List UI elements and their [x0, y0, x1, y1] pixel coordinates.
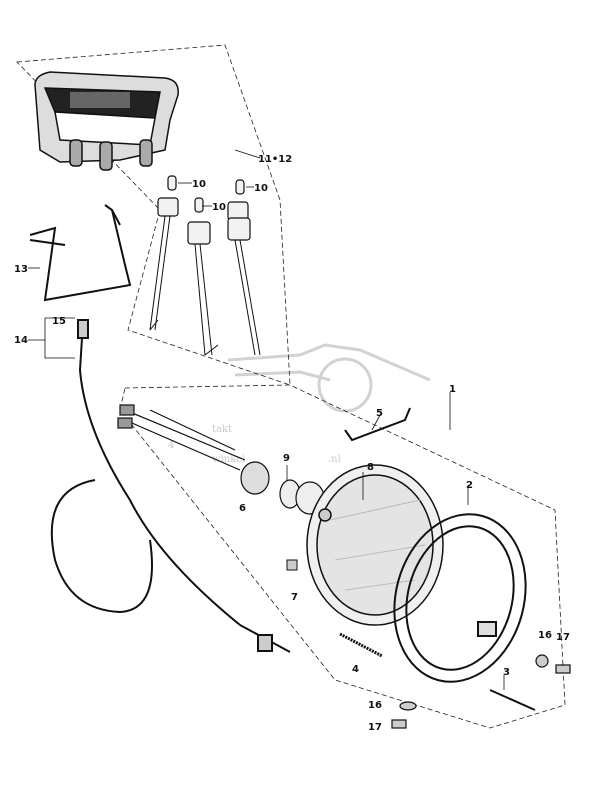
callout-16-right: 16	[538, 630, 552, 641]
nut-part	[286, 559, 298, 571]
socket-wires	[149, 215, 261, 356]
callout-17-right: 17	[556, 632, 570, 643]
callout-4: 4	[352, 664, 359, 675]
callout-7: 7	[291, 592, 298, 603]
watermark-tld: .nl	[328, 454, 341, 465]
callout-8: 8	[367, 462, 374, 473]
watermark-motorbike-icon	[227, 343, 431, 413]
meter-bracket-wire	[29, 204, 132, 302]
callout-11-12: 11•12	[258, 154, 292, 165]
callout-6: 6	[239, 503, 246, 514]
headlight-group-outline	[119, 384, 566, 729]
callout-14: 14	[14, 335, 28, 346]
instrument-group-outline	[16, 44, 291, 386]
callout-5: 5	[376, 408, 383, 419]
headlight-bulb	[279, 479, 325, 515]
watermark-word-takt: takt	[212, 424, 232, 435]
callout-13: 13	[14, 264, 28, 275]
callout-17-bottom: 17	[368, 722, 382, 733]
speedometer-housing	[34, 71, 179, 171]
leader-lines	[28, 149, 505, 690]
watermark-digit: 4	[168, 440, 174, 451]
headlight-lens	[306, 464, 444, 626]
callout-16-bottom: 16	[368, 700, 382, 711]
watermark-logo: 4 takt winkel .nl	[168, 343, 431, 465]
callout-10-right: 10	[254, 183, 268, 194]
wire-bracket-part	[344, 407, 411, 442]
long-screw	[489, 689, 536, 711]
speedometer-cable	[50, 319, 291, 653]
callout-3: 3	[503, 667, 510, 678]
headlight-rim	[393, 513, 527, 683]
callout-10-middle: 10	[212, 202, 226, 213]
callout-10-left: 10	[192, 179, 206, 190]
assembly-outlines	[16, 44, 566, 729]
adjusting-screw	[339, 632, 383, 658]
callout-2: 2	[466, 480, 473, 491]
headlight-socket	[117, 404, 270, 495]
callout-15: 15	[52, 316, 66, 327]
indicator-bulbs	[157, 175, 251, 245]
callout-9: 9	[283, 453, 290, 464]
callout-labels: 1 2 3 4 5 6 7 8 9 10 10 10 11•12 13 14 1…	[14, 154, 570, 733]
callout-1: 1	[449, 384, 456, 395]
fasteners	[391, 654, 571, 729]
watermark-word-winkel: winkel	[212, 454, 245, 465]
